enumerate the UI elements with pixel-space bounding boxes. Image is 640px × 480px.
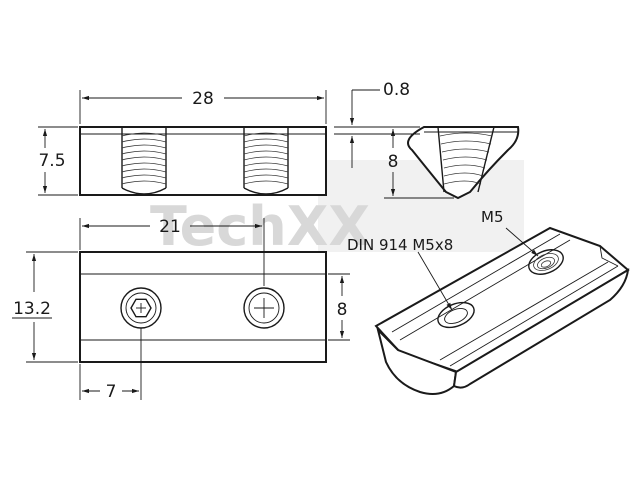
- dim-thickness-top: 0.8: [383, 80, 410, 100]
- threaded-hole: [243, 287, 285, 329]
- end-view-body: [407, 126, 520, 200]
- side-view: 28 7.5: [38, 89, 327, 196]
- top-view-body: [79, 251, 327, 363]
- dim-height-end: 8: [388, 152, 399, 172]
- side-view-body: [79, 126, 327, 196]
- annotation-thread: M5: [481, 208, 504, 226]
- top-view: 21 13.2 8 7: [12, 217, 350, 402]
- iso-threaded-hole: [528, 249, 564, 275]
- annotation-screw: DIN 914 M5x8: [347, 236, 453, 254]
- end-thread: [437, 126, 495, 193]
- side-thread-2: [243, 127, 289, 195]
- end-view: 0.8 8: [334, 80, 520, 200]
- side-thread-1: [121, 127, 167, 195]
- watermark-text: TechXX: [150, 195, 370, 258]
- isometric-view: DIN 914 M5x8 M5: [347, 208, 630, 395]
- dim-hole-offset-edge: 7: [106, 382, 117, 402]
- iso-side-face: [452, 268, 630, 389]
- dim-hole-spacing: 21: [159, 217, 181, 237]
- dim-height-side: 7.5: [38, 151, 65, 171]
- dim-length: 28: [192, 89, 214, 109]
- dim-hole-offset-vertical: 8: [337, 300, 348, 320]
- dim-width: 13.2: [13, 299, 51, 319]
